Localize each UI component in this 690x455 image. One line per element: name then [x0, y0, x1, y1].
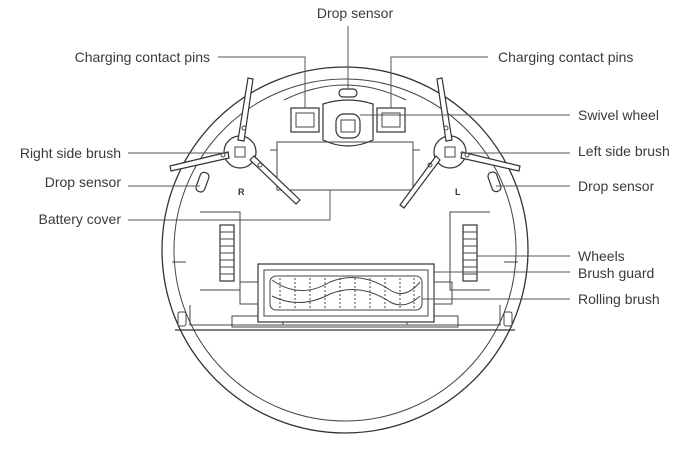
leader-charging-pins-right: [390, 56, 488, 108]
drop-sensor-right-part: [487, 171, 502, 193]
left-side-brush: L: [399, 77, 521, 209]
rolling-brush-bristle-b: [271, 289, 421, 306]
label-drop-sensor-top: Drop sensor: [317, 5, 394, 21]
callout-labels: Drop sensor Charging contact pins Chargi…: [20, 5, 670, 307]
label-swivel-wheel: Swivel wheel: [578, 107, 659, 123]
rolling-brush: [269, 275, 423, 311]
brush-assembly: [239, 263, 453, 323]
brush-guard: [257, 263, 435, 323]
right-brush-arm-up: [237, 77, 254, 142]
front-arc: [283, 84, 407, 101]
brush-end-right: [433, 281, 453, 305]
leader-charging-pins-left: [218, 56, 306, 108]
label-wheels: Wheels: [578, 248, 625, 264]
label-drop-sensor-right: Drop sensor: [578, 178, 655, 194]
left-brush-mark: L: [455, 187, 461, 197]
left-brush-arm-right: [460, 151, 521, 172]
wheel-left-tread: [220, 231, 234, 275]
leader-lines: [128, 26, 570, 300]
side-drop-sensors: [195, 171, 502, 193]
wheels: [200, 211, 490, 291]
leader-battery-cover: [128, 190, 331, 221]
label-right-side-brush: Right side brush: [20, 145, 121, 161]
front-module: [283, 84, 407, 147]
left-brush-center: [444, 146, 456, 158]
drop-sensor-front: [338, 88, 358, 98]
wheel-well-right: [449, 211, 490, 291]
side-clip-right: [503, 311, 513, 327]
wheel-right-tread: [463, 231, 477, 275]
wheel-well-left: [200, 211, 241, 291]
left-brush-arm-up: [436, 77, 453, 142]
right-brush-arm-left: [169, 151, 230, 172]
charging-pin-left-inner: [295, 112, 315, 128]
label-rolling-brush: Rolling brush: [578, 291, 660, 307]
charging-pin-right-inner: [381, 112, 401, 128]
drop-sensor-left-part: [195, 171, 210, 193]
right-brush-pin-c: [257, 162, 263, 168]
label-charging-pins-left: Charging contact pins: [75, 49, 210, 65]
label-brush-guard: Brush guard: [578, 265, 654, 281]
swivel-wheel-axle: [340, 119, 356, 133]
right-brush-arm-down: [249, 155, 301, 205]
charging-pin-left: [290, 107, 320, 133]
label-battery-cover: Battery cover: [39, 211, 122, 227]
right-brush-center: [234, 146, 246, 158]
outer-shell: [161, 66, 529, 434]
right-brush-pin-a: [241, 125, 247, 131]
label-drop-sensor-left: Drop sensor: [45, 174, 122, 190]
brush-guard-inner: [263, 269, 429, 317]
rolling-brush-bristle-a: [271, 277, 421, 295]
charging-pin-right: [376, 107, 406, 133]
left-brush-pin-c: [427, 162, 433, 168]
brush-end-left: [239, 281, 259, 305]
swivel-wheel: [335, 113, 361, 139]
left-brush-pin-a: [443, 125, 449, 131]
battery-cover: [270, 141, 420, 191]
left-brush-arm-down: [399, 155, 441, 209]
right-brush-mark: R: [238, 187, 245, 197]
side-clip-left: [177, 311, 187, 327]
inner-rim: [173, 78, 517, 422]
battery-cover-outline: [276, 141, 414, 191]
right-side-brush: R: [169, 77, 301, 205]
label-left-side-brush: Left side brush: [578, 143, 670, 159]
label-charging-pins-right: Charging contact pins: [498, 49, 633, 65]
